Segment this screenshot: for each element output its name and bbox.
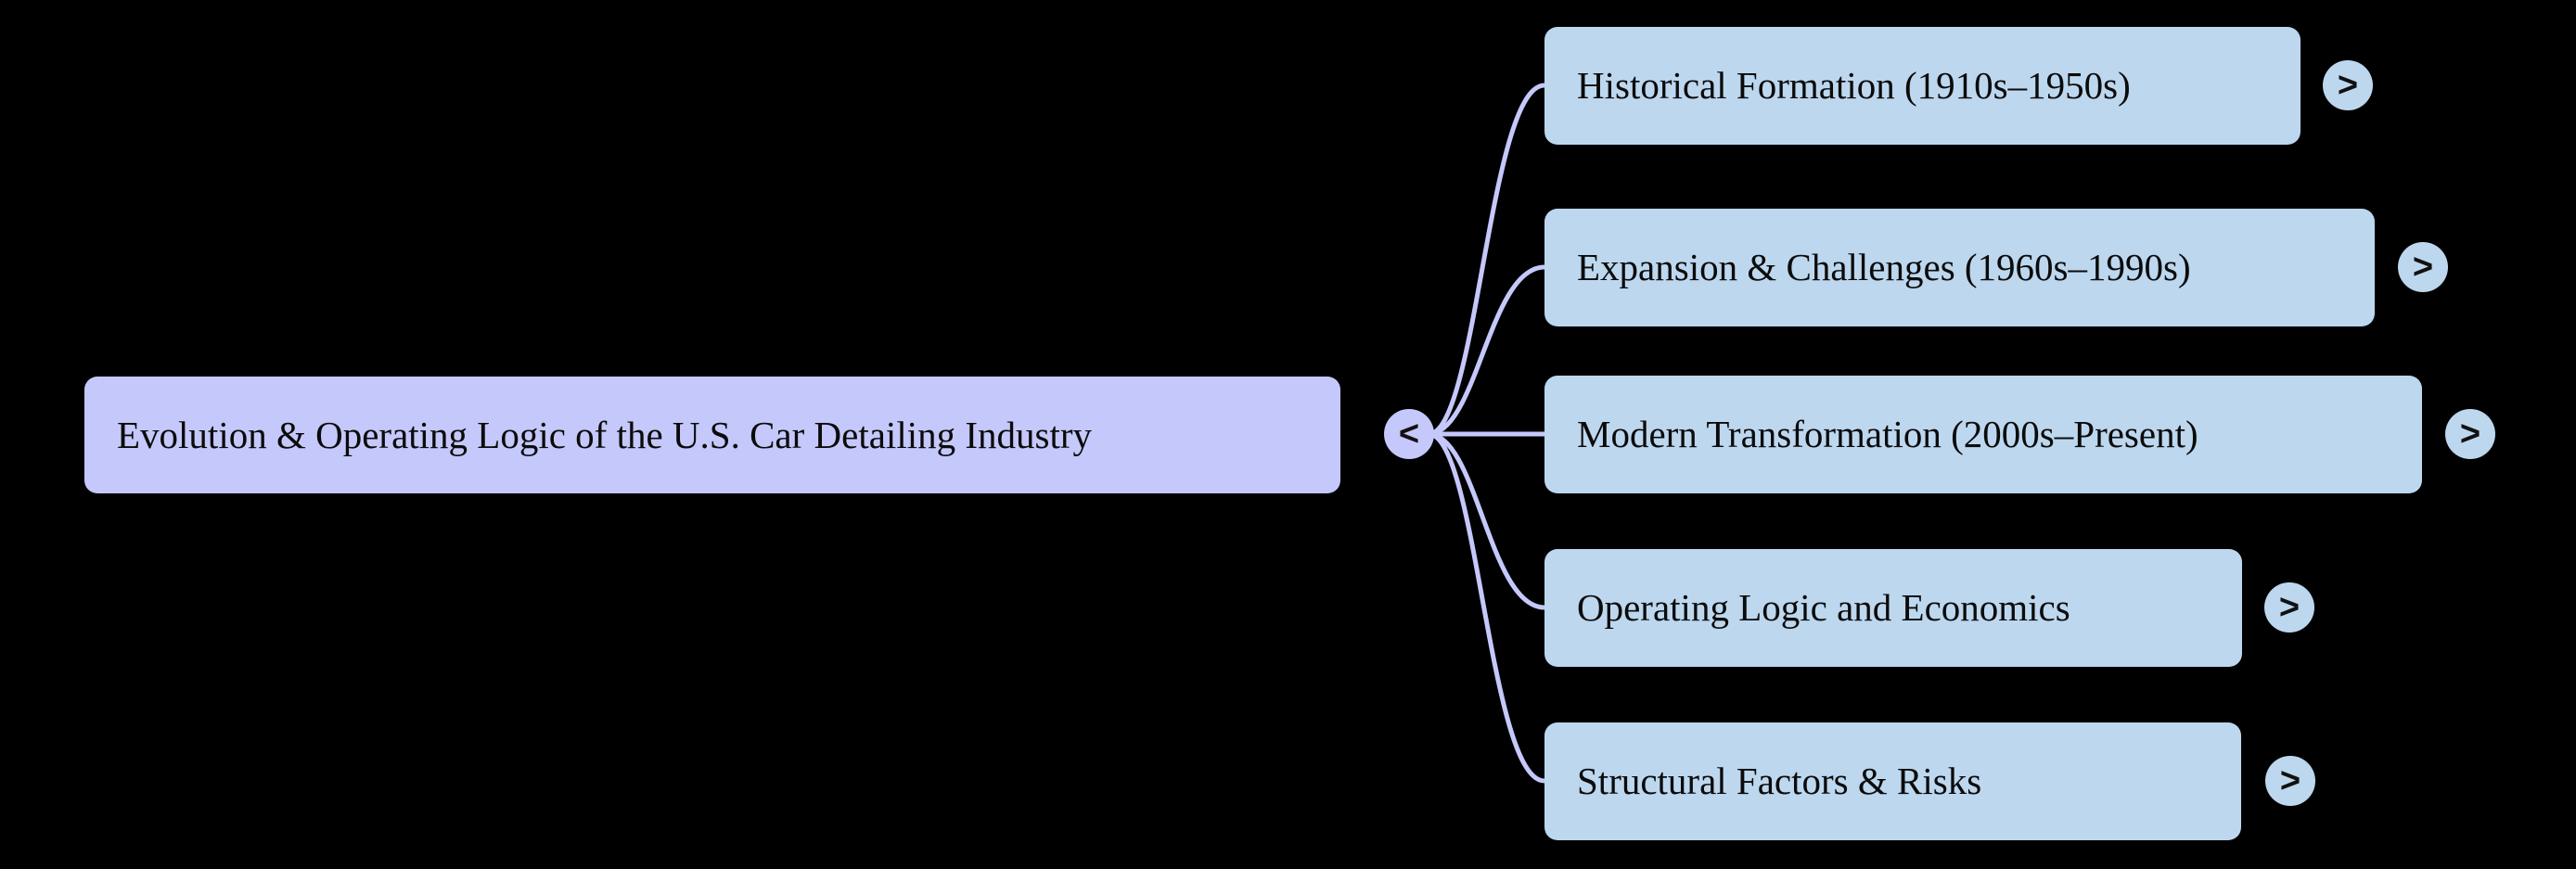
child-node-label: Expansion & Challenges (1960s–1990s) bbox=[1577, 246, 2191, 288]
chevron-right-icon: > bbox=[2412, 248, 2434, 287]
child-expand-toggle-operating-logic-economics[interactable]: > bbox=[2264, 582, 2314, 633]
root-node-label: Evolution & Operating Logic of the U.S. … bbox=[117, 413, 1093, 456]
child-node-label: Operating Logic and Economics bbox=[1577, 586, 2070, 629]
child-node-label: Modern Transformation (2000s–Present) bbox=[1577, 413, 2198, 455]
edge-root-to-child-0 bbox=[1426, 83, 1547, 437]
child-node-operating-logic-economics[interactable]: Operating Logic and Economics bbox=[1544, 549, 2242, 667]
child-node-label: Structural Factors & Risks bbox=[1577, 760, 1982, 802]
chevron-right-icon: > bbox=[2279, 761, 2301, 800]
root-node[interactable]: Evolution & Operating Logic of the U.S. … bbox=[84, 377, 1340, 493]
root-collapse-toggle[interactable]: < bbox=[1384, 409, 1434, 459]
chevron-left-icon: < bbox=[1398, 415, 1420, 454]
child-node-modern-transformation[interactable]: Modern Transformation (2000s–Present) bbox=[1544, 376, 2422, 493]
child-expand-toggle-structural-factors-risks[interactable]: > bbox=[2265, 756, 2315, 806]
child-node-expansion-challenges[interactable]: Expansion & Challenges (1960s–1990s) bbox=[1544, 209, 2375, 326]
edge-root-to-child-3 bbox=[1426, 431, 1547, 610]
child-node-label: Historical Formation (1910s–1950s) bbox=[1577, 64, 2131, 107]
child-node-historical-formation[interactable]: Historical Formation (1910s–1950s) bbox=[1544, 27, 2300, 145]
chevron-right-icon: > bbox=[2459, 415, 2481, 454]
edge-root-to-child-4 bbox=[1426, 431, 1547, 784]
edge-root-to-child-1 bbox=[1426, 264, 1547, 437]
chevron-right-icon: > bbox=[2278, 588, 2300, 627]
child-expand-toggle-historical-formation[interactable]: > bbox=[2323, 60, 2373, 110]
chevron-right-icon: > bbox=[2337, 66, 2359, 105]
child-expand-toggle-expansion-challenges[interactable]: > bbox=[2398, 242, 2448, 292]
child-node-structural-factors-risks[interactable]: Structural Factors & Risks bbox=[1544, 722, 2241, 840]
child-expand-toggle-modern-transformation[interactable]: > bbox=[2445, 409, 2495, 459]
